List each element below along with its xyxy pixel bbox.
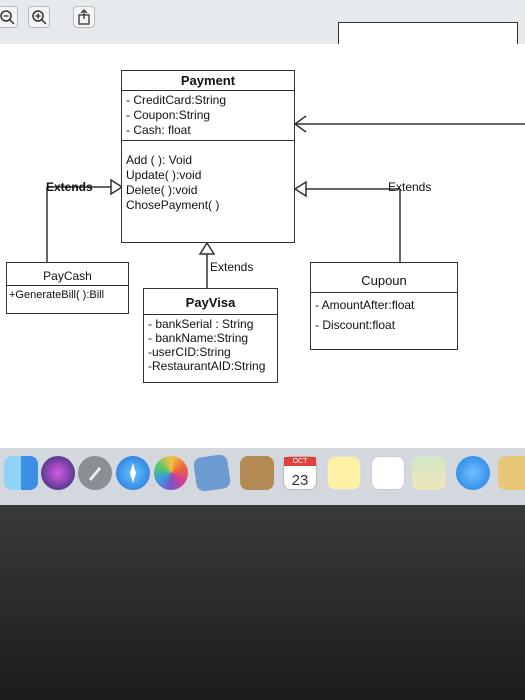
payment-attribute: - Cash: float — [126, 123, 191, 137]
extends-label-right: Extends — [388, 180, 432, 194]
compass-icon — [130, 463, 136, 483]
reminders-icon[interactable] — [371, 456, 405, 490]
preview-icon[interactable] — [498, 456, 525, 490]
rocket-icon — [89, 467, 101, 481]
toolbar — [0, 0, 525, 44]
calendar-day: 23 — [291, 472, 309, 489]
paycash-class[interactable]: PayCash +GenerateBill( ):Bill — [6, 262, 129, 314]
monitor-bezel — [0, 505, 525, 700]
payment-attributes: - CreditCard:String - Coupon:String - Ca… — [122, 91, 294, 141]
payment-class-title: Payment — [122, 71, 294, 91]
payvisa-attribute: -RestaurantAID:String — [148, 359, 266, 373]
notes-icon[interactable] — [240, 456, 274, 490]
payvisa-class[interactable]: PayVisa - bankSerial : String - bankName… — [143, 288, 278, 383]
siri-icon[interactable] — [41, 456, 75, 490]
finder-icon[interactable] — [4, 456, 38, 490]
payvisa-attribute: - bankSerial : String — [148, 317, 254, 331]
mail-icon[interactable] — [192, 453, 232, 493]
paycash-method: +GenerateBill( ):Bill — [9, 289, 105, 301]
payment-methods: Add ( ): Void Update( ):void Delete( ):v… — [122, 141, 294, 215]
stickies-icon[interactable] — [327, 456, 361, 490]
calendar-month: OCT — [284, 457, 316, 466]
extends-label-left: Extends — [46, 180, 93, 194]
maps-icon[interactable] — [412, 456, 446, 490]
extends-label-middle: Extends — [210, 260, 254, 274]
paycash-methods: +GenerateBill( ):Bill — [7, 286, 128, 305]
payment-method: Add ( ): Void — [126, 153, 193, 167]
offscreen-class-box[interactable] — [338, 22, 518, 44]
payment-attribute: - Coupon:String — [126, 108, 211, 122]
messages-icon[interactable] — [456, 456, 490, 490]
zoom-out-icon — [0, 10, 15, 25]
payment-class[interactable]: Payment - CreditCard:String - Coupon:Str… — [121, 70, 295, 243]
cupoun-class[interactable]: Cupoun - AmountAfter:float - Discount:fl… — [310, 262, 458, 350]
payvisa-attribute: - bankName:String — [148, 331, 249, 345]
diagram-canvas[interactable]: Payment - CreditCard:String - Coupon:Str… — [0, 44, 525, 454]
payvisa-attribute: -userCID:String — [148, 345, 231, 359]
cupoun-class-title: Cupoun — [311, 263, 457, 293]
safari-icon[interactable] — [116, 456, 150, 490]
payment-method: ChosePayment( ) — [126, 198, 220, 212]
share-icon — [78, 9, 90, 25]
cupoun-attribute: - AmountAfter:float — [315, 298, 415, 312]
payvisa-attributes: - bankSerial : String - bankName:String … — [144, 315, 277, 375]
payvisa-class-title: PayVisa — [144, 289, 277, 315]
calendar-icon[interactable]: OCT 23 — [283, 456, 317, 490]
photos-icon[interactable] — [154, 456, 188, 490]
launchpad-icon[interactable] — [78, 456, 112, 490]
dock: OCT 23 — [0, 448, 525, 505]
cupoun-attribute: - Discount:float — [315, 318, 396, 332]
screen: Payment - CreditCard:String - Coupon:Str… — [0, 0, 525, 505]
payment-attribute: - CreditCard:String — [126, 93, 227, 107]
zoom-in-icon — [32, 10, 47, 25]
payment-method: Update( ):void — [126, 168, 202, 182]
share-button[interactable] — [73, 6, 95, 28]
payment-method: Delete( ):void — [126, 183, 198, 197]
cupoun-attributes: - AmountAfter:float - Discount:float — [311, 293, 457, 337]
zoom-in-button[interactable] — [28, 6, 50, 28]
paycash-class-title: PayCash — [7, 263, 128, 286]
relationship-lines — [46, 115, 525, 288]
zoom-out-button[interactable] — [0, 6, 18, 28]
